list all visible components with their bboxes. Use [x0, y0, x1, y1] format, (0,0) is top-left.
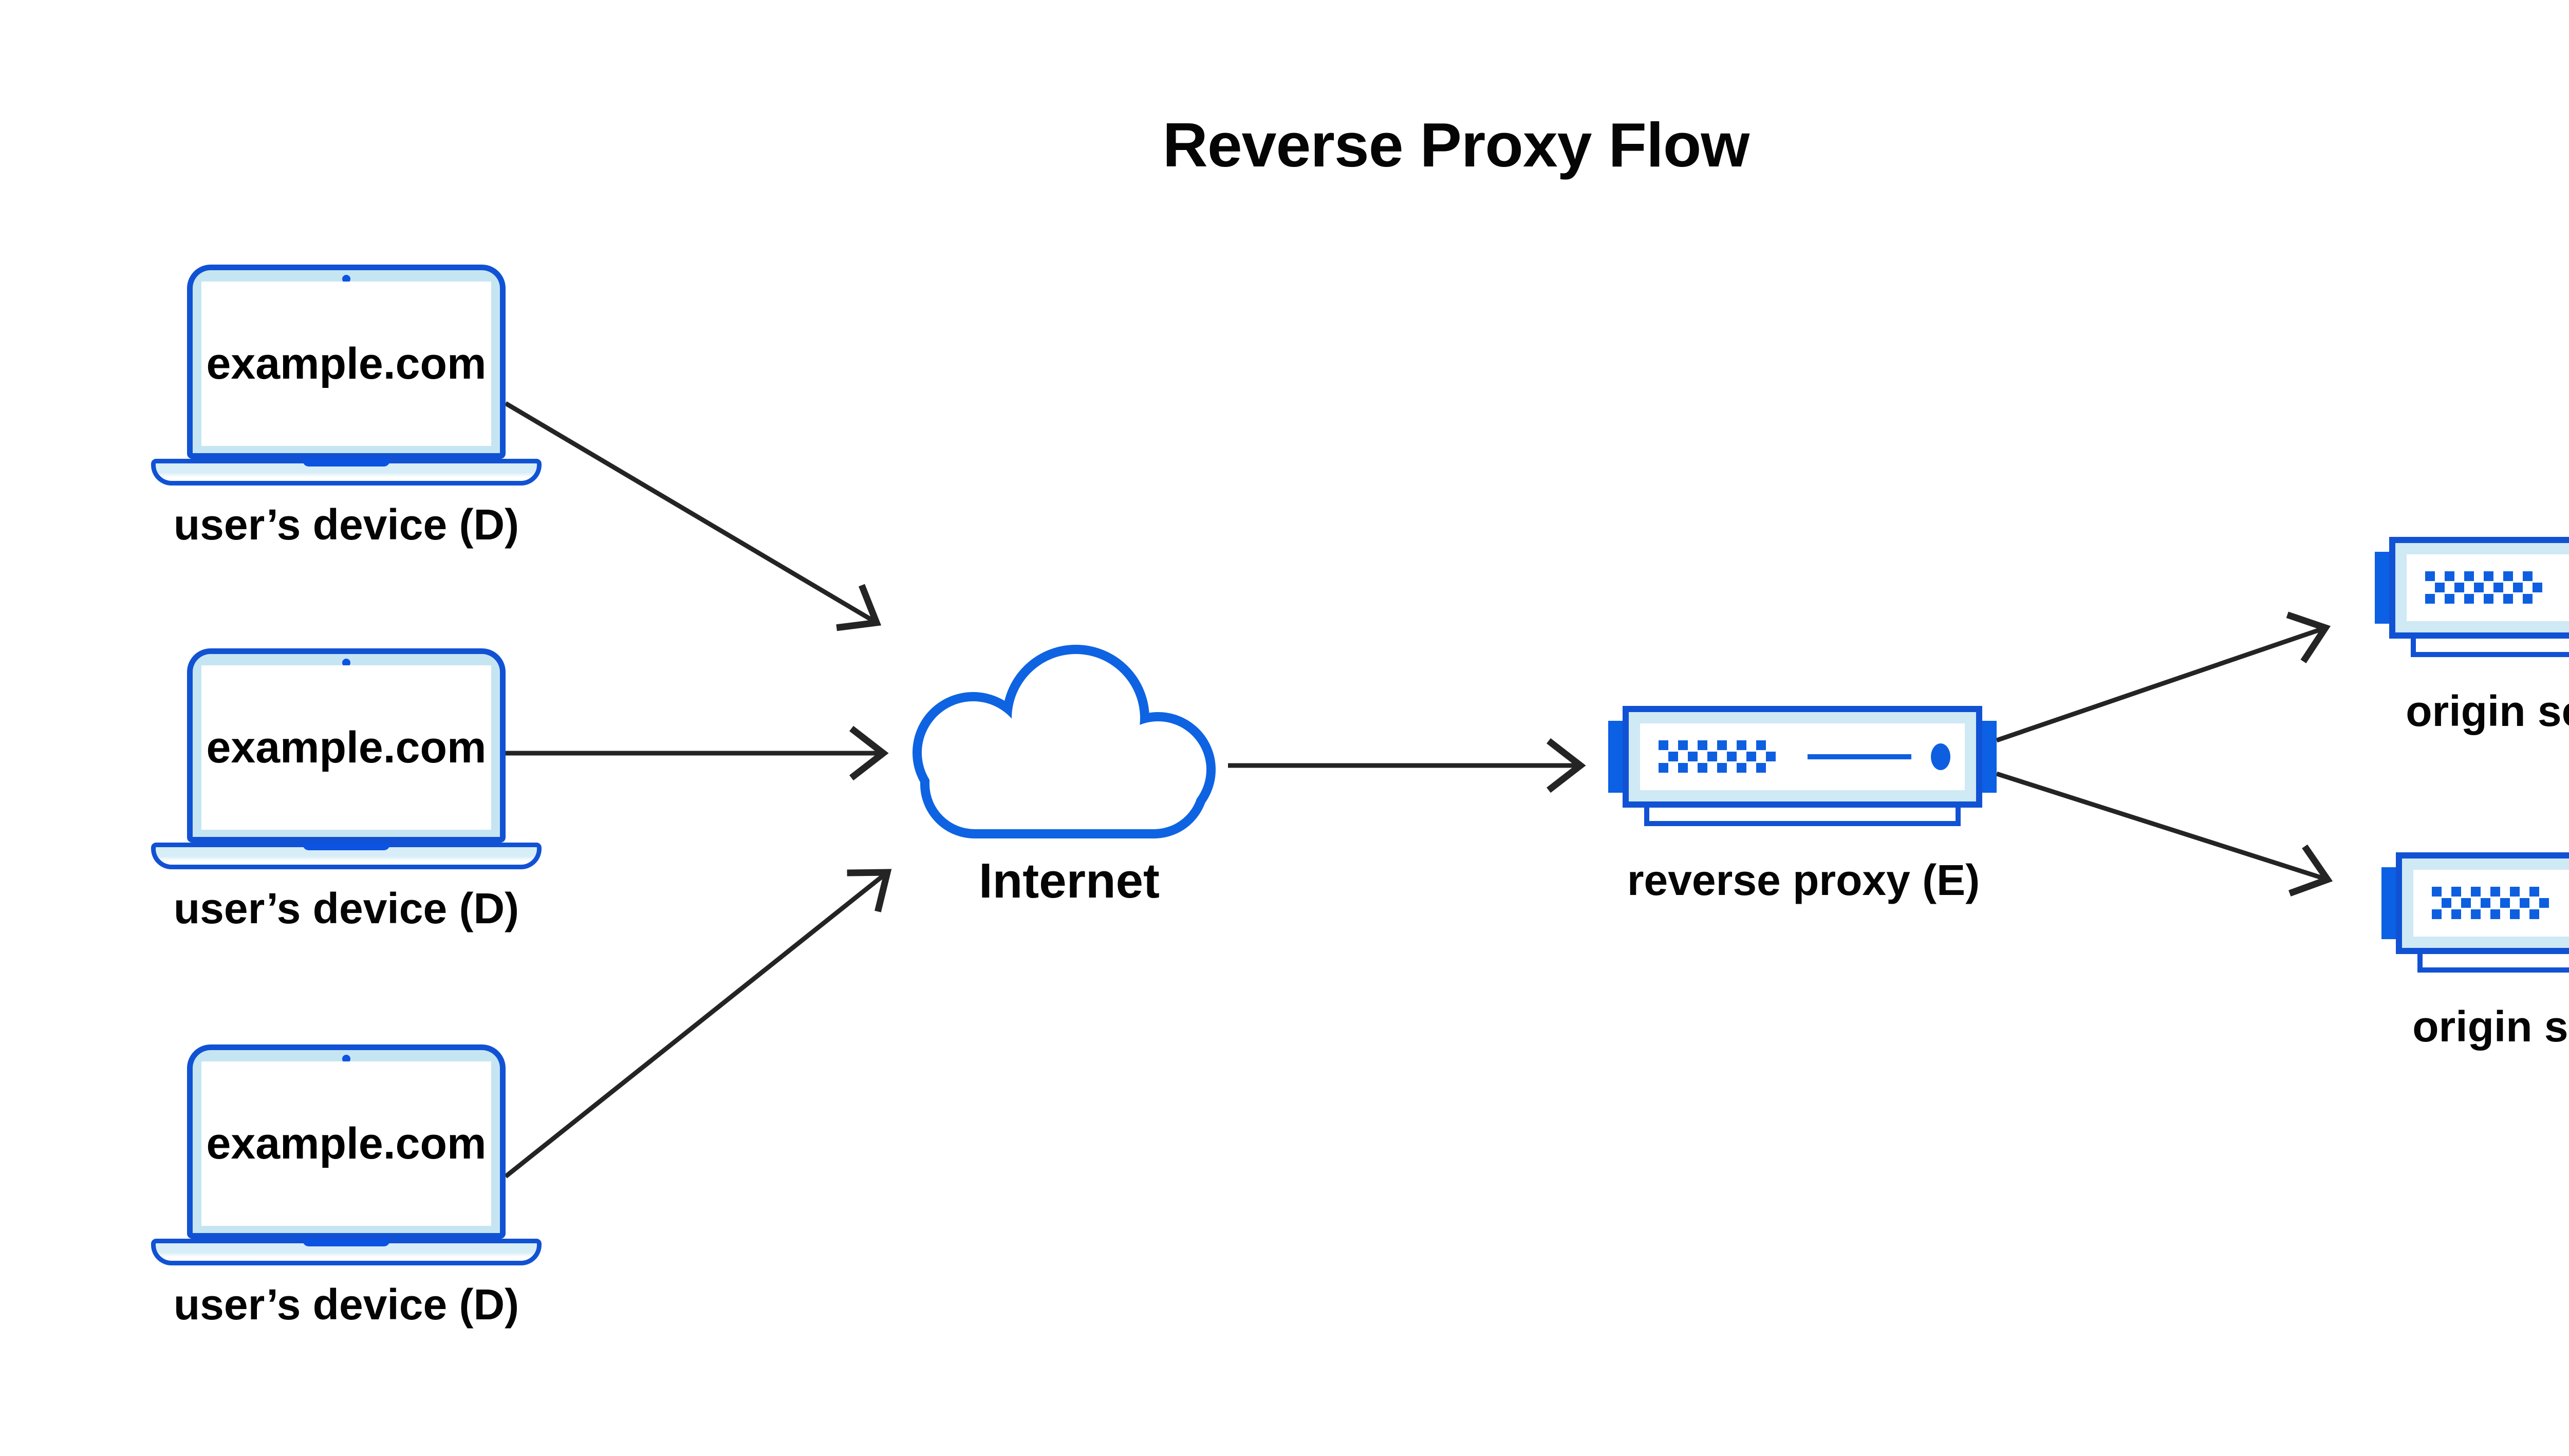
server-vents-icon: [1659, 740, 1776, 773]
user-device-label: user’s device (D): [173, 1280, 519, 1329]
laptop-screen: example.com: [201, 1061, 491, 1226]
origin-server-1: origin server (F): [2375, 537, 2569, 734]
laptop-screen: example.com: [201, 282, 491, 446]
origin-server-label: origin server (F): [2406, 687, 2569, 735]
server-face-details: [1659, 740, 1950, 773]
reverse-proxy: reverse proxy (E): [1608, 706, 1997, 903]
camera-icon: [342, 1055, 350, 1063]
laptop-icon: example.com: [187, 265, 506, 459]
server-flange-left: [2375, 552, 2389, 624]
arrow-proxy-to-origin1: [1996, 611, 2331, 743]
server-icon: [2389, 537, 2569, 639]
user-device-1: example.com user’s device (D): [151, 265, 542, 573]
user-device-label: user’s device (D): [173, 500, 519, 549]
user-device-label: user’s device (D): [173, 884, 519, 932]
laptop-base-notch: [303, 843, 390, 850]
server-icon: [2396, 852, 2569, 954]
server-faceplate: [1640, 723, 1965, 790]
server-flange-left: [2381, 867, 2396, 939]
camera-icon: [342, 659, 350, 667]
server-vents-icon: [2432, 887, 2549, 919]
laptop-icon: example.com: [187, 1044, 506, 1239]
screen-url-text: example.com: [206, 722, 487, 772]
screen-url-text: example.com: [206, 339, 487, 388]
server-vents-icon: [2425, 571, 2542, 604]
arrow-device1-to-internet: [504, 401, 882, 631]
origin-server-label: origin server (F): [2412, 1002, 2569, 1051]
user-device-2: example.com user’s device (D): [151, 648, 542, 957]
server-indicator-dot-icon: [1931, 743, 1950, 770]
laptop-base-notch: [303, 459, 390, 466]
server-face-details: [2432, 887, 2549, 919]
server-face-details: [2425, 571, 2542, 604]
user-device-3: example.com user’s device (D): [151, 1044, 542, 1353]
laptop-icon: example.com: [187, 648, 506, 843]
screen-url-text: example.com: [206, 1118, 487, 1168]
camera-icon: [342, 275, 350, 283]
internet-label: Internet: [978, 853, 1160, 908]
server-flange-right: [1982, 721, 1997, 793]
laptop-base-notch: [303, 1239, 390, 1246]
server-faceplate: [2413, 870, 2569, 937]
origin-server-2: origin server (F): [2381, 852, 2569, 1049]
server-flange-left: [1608, 721, 1623, 793]
page-title: Reverse Proxy Flow: [1162, 110, 1750, 180]
internet-cloud-icon: [913, 645, 1216, 838]
arrow-device3-to-internet: [504, 869, 892, 1179]
server-faceplate: [2407, 554, 2569, 621]
server-icon: [1623, 706, 1982, 808]
arrow-proxy-to-origin2: [1996, 771, 2333, 897]
reverse-proxy-label: reverse proxy (E): [1627, 856, 1980, 904]
laptop-screen: example.com: [201, 665, 491, 830]
